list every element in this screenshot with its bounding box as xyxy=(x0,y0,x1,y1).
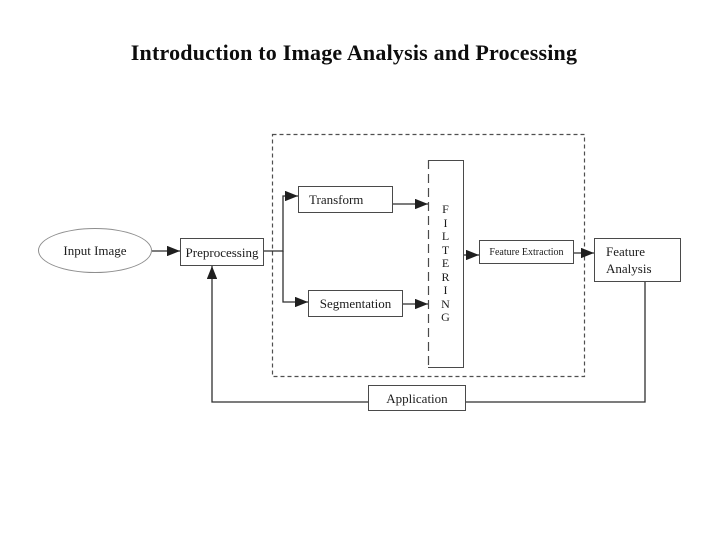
node-transform: Transform xyxy=(298,186,393,213)
dashed-boundary xyxy=(271,133,586,378)
node-feature-analysis: Feature Analysis xyxy=(594,238,681,282)
node-feature-extraction: Feature Extraction xyxy=(479,240,574,264)
node-application-label: Application xyxy=(386,390,448,406)
node-filtering: F I L T E R I N G xyxy=(428,160,464,368)
slide-title: Introduction to Image Analysis and Proce… xyxy=(130,40,578,65)
connector-preprocessing-to-transform xyxy=(264,190,298,252)
node-feature-analysis-label: Feature Analysis xyxy=(606,244,652,276)
connector-preprocessing-to-segmentation xyxy=(282,251,308,308)
node-preprocessing: Preprocessing xyxy=(180,238,264,266)
node-feature-extraction-label: Feature Extraction xyxy=(489,246,564,258)
node-segmentation: Segmentation xyxy=(308,290,403,317)
node-preprocessing-label: Preprocessing xyxy=(185,244,259,260)
node-filtering-label: F I L T E R I N G xyxy=(441,202,450,325)
node-input-image: Input Image xyxy=(38,228,152,273)
node-transform-label: Transform xyxy=(309,192,364,207)
node-input-image-label: Input Image xyxy=(63,243,127,258)
node-segmentation-label: Segmentation xyxy=(319,296,392,311)
node-application: Application xyxy=(368,385,466,411)
